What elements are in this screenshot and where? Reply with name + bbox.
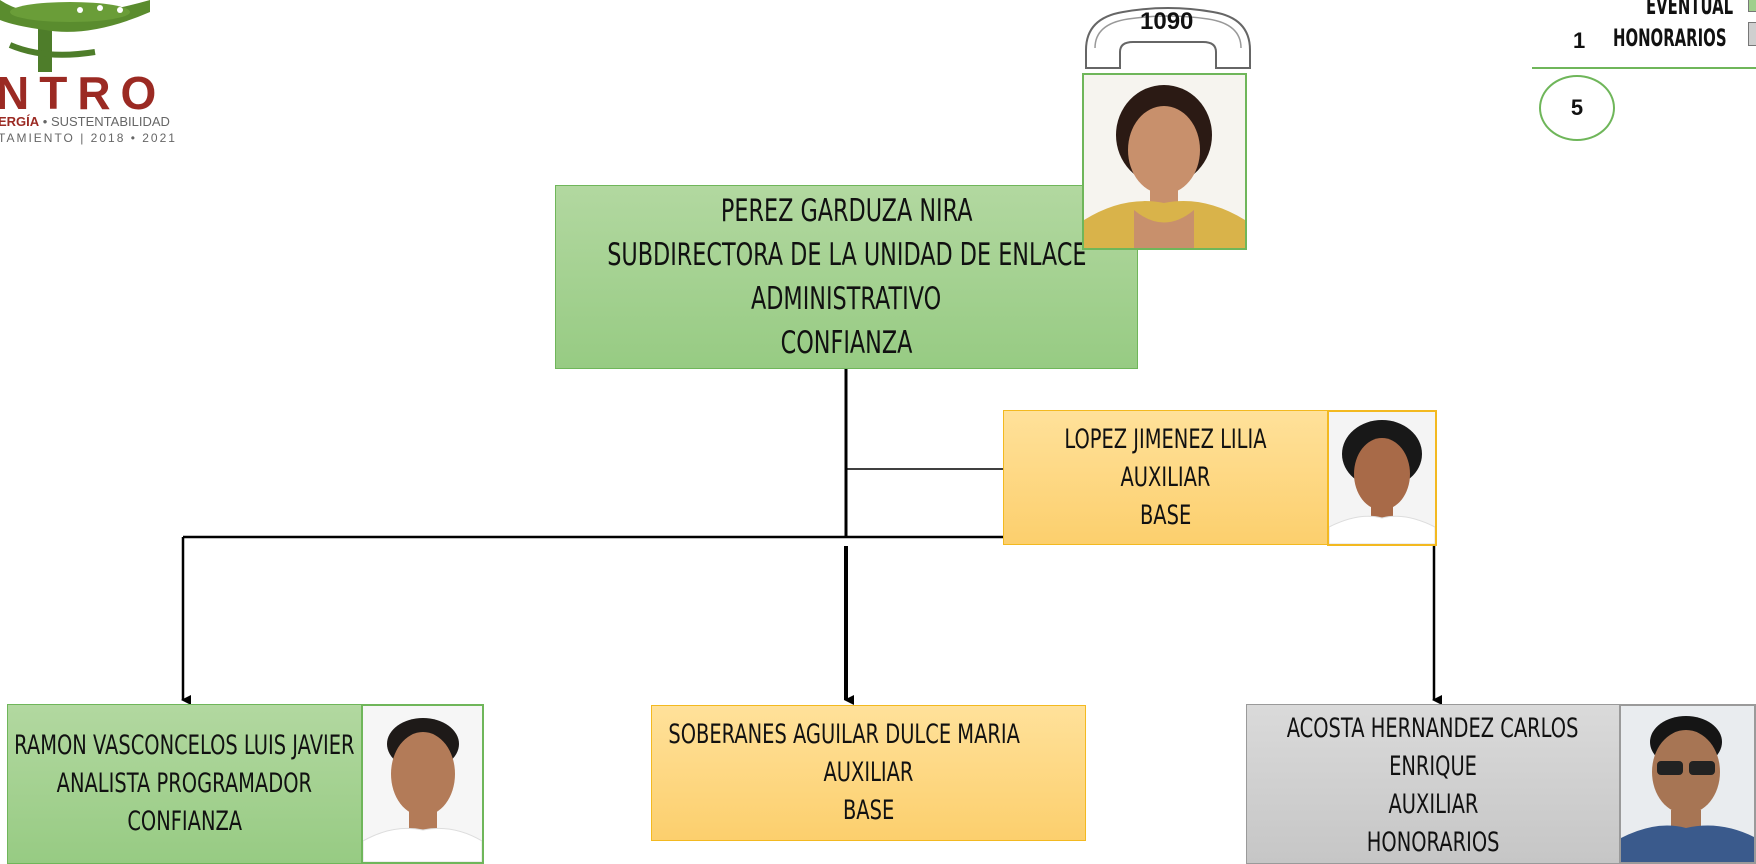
- legend-total-circle: 5: [1539, 75, 1615, 141]
- center-type: BASE: [842, 795, 895, 826]
- legend-honorarios-count: 1: [1573, 28, 1586, 53]
- org-node-left: RAMON VASCONCELOS LUIS JAVIER ANALISTA P…: [7, 704, 362, 864]
- org-node-center: SOBERANES AGUILAR DULCE MARIA AUXILIAR B…: [651, 705, 1086, 841]
- assistant-type: BASE: [1139, 499, 1192, 531]
- left-photo: [361, 704, 484, 864]
- assistant-name: LOPEZ JIMENEZ LILIA: [1064, 423, 1267, 455]
- right-title: AUXILIAR: [1388, 789, 1478, 820]
- tree-logo-icon: [0, 0, 150, 72]
- legend-divider: [1532, 67, 1756, 69]
- phone-icon: [1085, 7, 1251, 69]
- right-name-line2: ENRIQUE: [1389, 751, 1477, 782]
- assistant-title: AUXILIAR: [1120, 461, 1211, 493]
- person-avatar-icon: [1084, 75, 1245, 248]
- left-name: RAMON VASCONCELOS LUIS JAVIER: [14, 730, 355, 761]
- right-photo: [1619, 704, 1756, 864]
- center-name: SOBERANES AGUILAR DULCE MARIA: [668, 719, 1021, 750]
- head-title-line1: SUBDIRECTORA DE LA UNIDAD DE ENLACE: [606, 237, 1087, 273]
- right-name-line1: ACOSTA HERNANDEZ CARLOS: [1287, 713, 1579, 744]
- legend-honorarios-label: HONORARIOS: [1613, 24, 1727, 52]
- logo-period: TAMIENTO | 2018 • 2021: [0, 131, 177, 145]
- logo-wordmark: NTRO: [0, 67, 167, 119]
- right-type: HONORARIOS: [1366, 827, 1500, 858]
- org-node-head: PEREZ GARDUZA NIRA SUBDIRECTORA DE LA UN…: [555, 185, 1138, 369]
- head-name: PEREZ GARDUZA NIRA: [720, 193, 973, 229]
- legend-total: 5: [1570, 95, 1584, 120]
- legend-eventual-label: EVENTUAL: [1646, 0, 1734, 20]
- org-node-assistant: LOPEZ JIMENEZ LILIA AUXILIAR BASE: [1003, 410, 1328, 545]
- left-title: ANALISTA PROGRAMADOR: [56, 768, 313, 799]
- head-type: CONFIANZA: [780, 325, 913, 361]
- person-avatar-icon: [1329, 412, 1435, 544]
- person-avatar-icon: [1621, 706, 1754, 862]
- phone-extension: 1090: [1140, 8, 1194, 35]
- logo-tagline: ERGÍA • SUSTENTABILIDAD: [0, 114, 170, 129]
- head-photo: [1082, 73, 1247, 250]
- org-node-right: ACOSTA HERNANDEZ CARLOS ENRIQUE AUXILIAR…: [1246, 704, 1620, 864]
- center-title: AUXILIAR: [823, 757, 914, 788]
- legend-eventual-swatch: [1748, 0, 1756, 12]
- assistant-photo: [1327, 410, 1437, 546]
- logo: NTRO ERGÍA • SUSTENTABILIDAD TAMIENTO | …: [0, 0, 180, 150]
- person-avatar-icon: [363, 706, 482, 862]
- left-type: CONFIANZA: [127, 806, 242, 837]
- head-title-line2: ADMINISTRATIVO: [751, 281, 942, 317]
- legend-honorarios-swatch: [1748, 22, 1756, 46]
